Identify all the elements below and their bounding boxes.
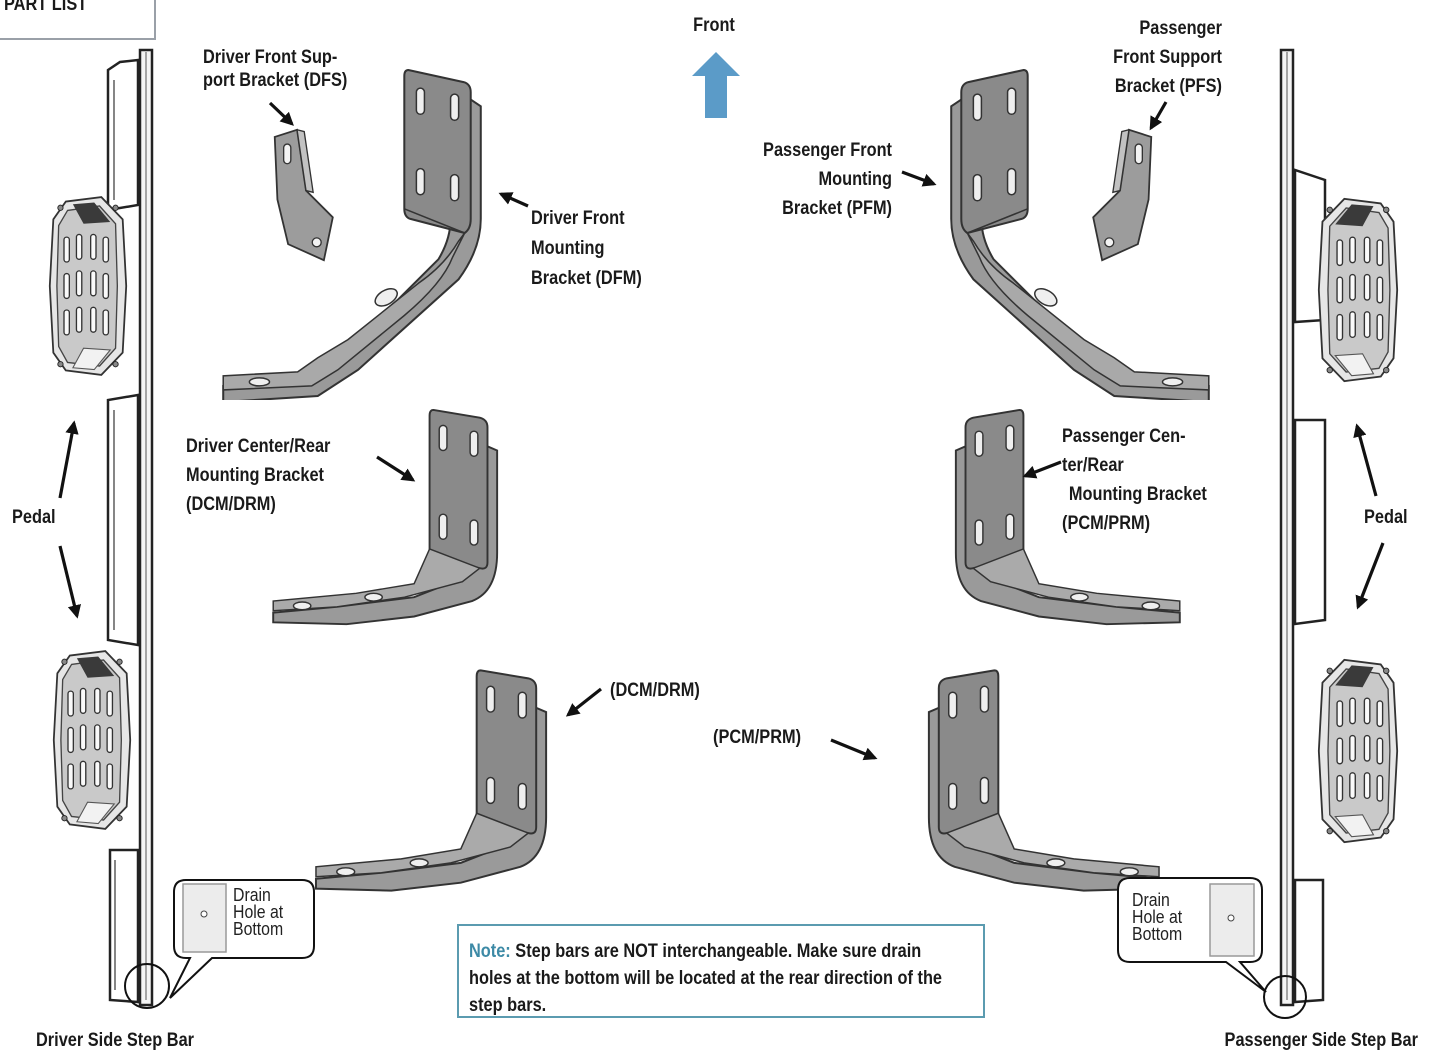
note-prefix: Note: xyxy=(469,941,511,962)
drm-bracket xyxy=(314,669,548,892)
dcm-label: Driver Center/Rear Mounting Bracket (DCM… xyxy=(186,436,331,515)
passenger-side-step-bar-label: Passenger Side Step Bar xyxy=(1224,1030,1418,1051)
front-arrow-icon xyxy=(692,52,740,118)
pfm-bracket xyxy=(950,68,1210,400)
pcm-prm-label: (PCM/PRM) xyxy=(713,727,802,748)
part-list-label: PART LIST xyxy=(4,0,88,15)
drain-callout-right xyxy=(1117,877,1307,1019)
pfs-label: Passenger Front Support Bracket (PFS) xyxy=(1113,18,1222,97)
note-box: Note: Step bars are NOT interchangeable.… xyxy=(457,924,985,1018)
pedal-label-right: Pedal xyxy=(1364,507,1408,528)
dcm-drm-label: (DCM/DRM) xyxy=(610,680,700,701)
drain-callout-text-right: Drain Hole at Bottom xyxy=(1132,890,1183,944)
drain-callout-text-left: Drain Hole at Bottom xyxy=(233,885,284,939)
dfm-label: Driver Front Mounting Bracket (DFM) xyxy=(531,208,642,289)
note-text: Note: Step bars are NOT interchangeable.… xyxy=(469,938,959,1019)
dfs-label: Driver Front Sup- port Bracket (DFS) xyxy=(203,47,348,91)
pointer-arrows xyxy=(58,101,1385,761)
drain-callout-left xyxy=(124,879,315,1009)
dfs-bracket xyxy=(273,128,334,262)
note-body: Step bars are NOT interchangeable. Make … xyxy=(469,941,943,1016)
part-list-header: PART LIST xyxy=(0,0,156,40)
pcm-label: Passenger Cen- ter/Rear Mounting Bracket… xyxy=(1062,426,1207,534)
dfm-bracket xyxy=(222,68,482,400)
front-label: Front xyxy=(693,15,735,36)
pedal-label-left: Pedal xyxy=(12,507,56,528)
pfm-label: Passenger Front Mounting Bracket (PFM) xyxy=(763,140,892,219)
pfs-bracket xyxy=(1092,128,1153,262)
driver-side-step-bar-label: Driver Side Step Bar xyxy=(36,1030,195,1051)
driver-side-step-bar xyxy=(48,48,154,1007)
passenger-side-step-bar xyxy=(1279,48,1399,1007)
prm-bracket xyxy=(927,669,1161,892)
